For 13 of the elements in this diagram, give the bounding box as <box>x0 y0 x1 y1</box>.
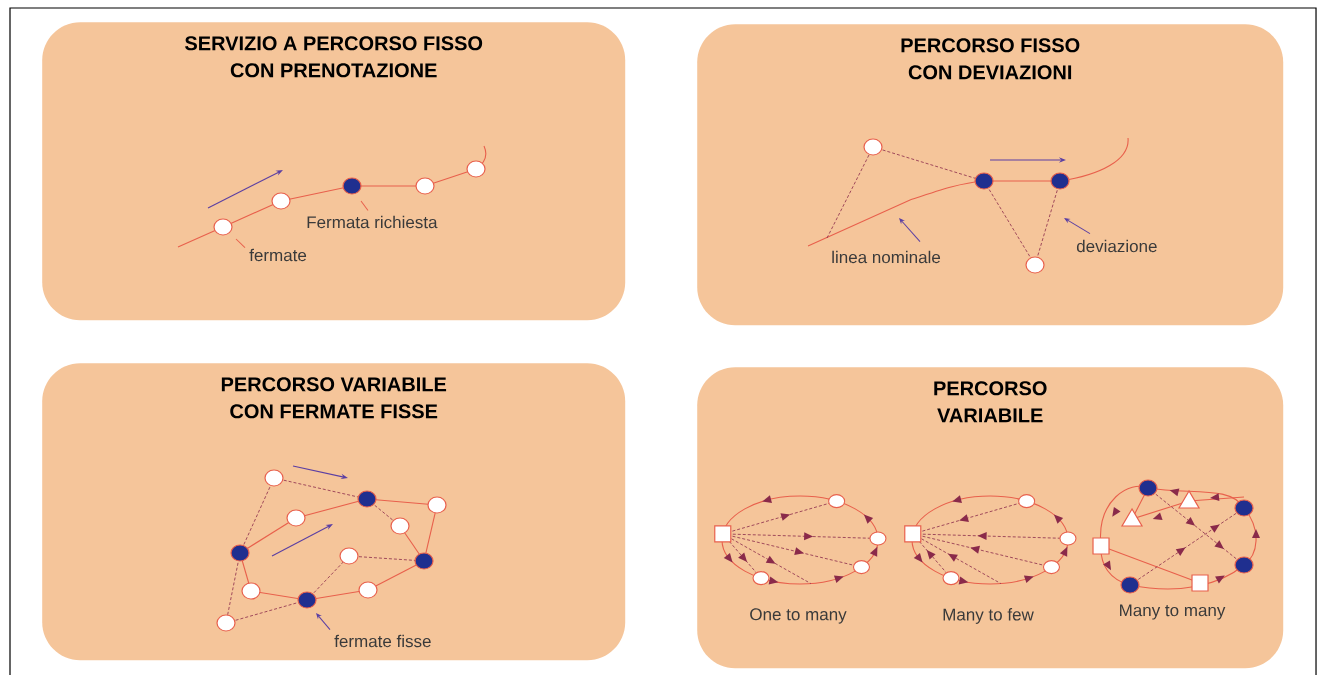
annotation-label: Fermata richiesta <box>307 215 438 229</box>
leader-line <box>316 613 331 631</box>
annotation-label: fermate <box>249 248 307 262</box>
caption: One to many <box>750 608 847 624</box>
leader-line <box>899 218 921 243</box>
leader-line <box>1064 218 1091 235</box>
annotation-label: deviazione <box>1076 239 1157 253</box>
leader-line <box>360 200 369 212</box>
caption: Many to many <box>1120 604 1226 620</box>
caption: Many to few <box>943 608 1034 624</box>
leader-line <box>235 238 246 249</box>
annotation-label: fermate fisse <box>334 634 431 648</box>
annotation-label: linea nominale <box>832 250 941 264</box>
